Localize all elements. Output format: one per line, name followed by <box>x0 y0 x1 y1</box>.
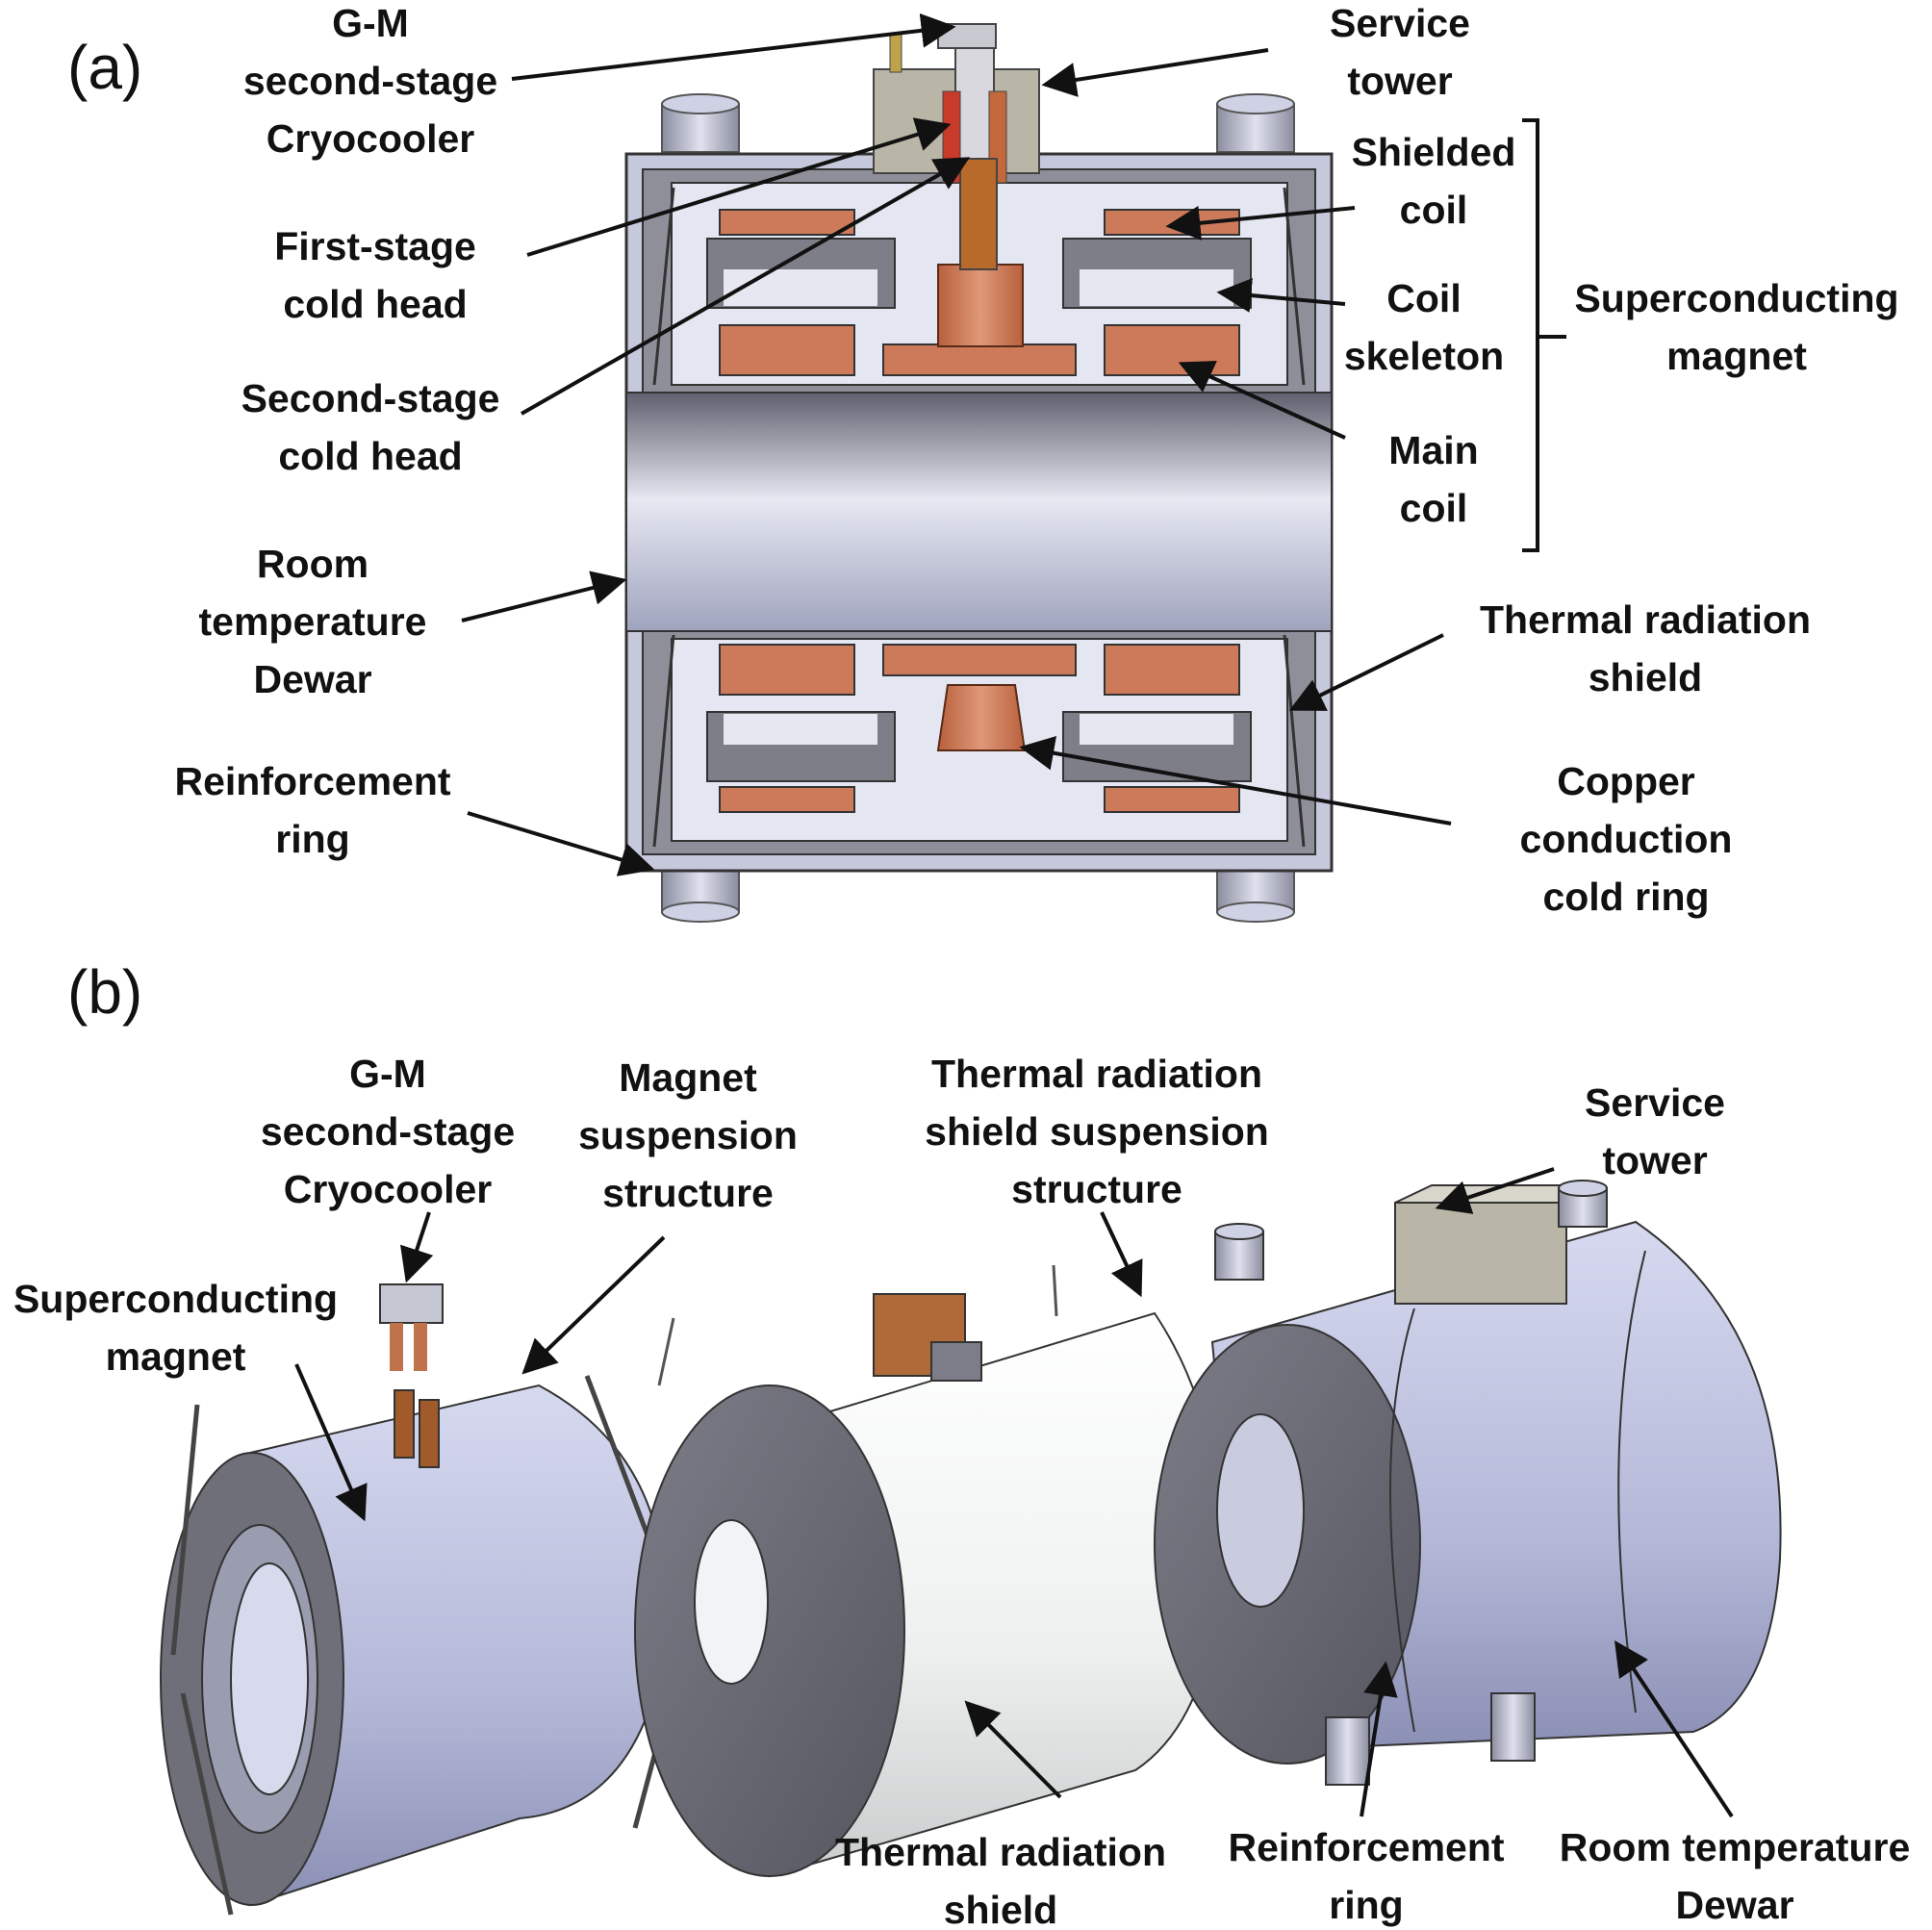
panel-b-leaders <box>294 1167 1734 1818</box>
shielded-coil-bottom-right <box>1104 786 1240 813</box>
panel-a-letter: (a) <box>67 33 143 102</box>
dewar-bore <box>625 392 1333 632</box>
main-coil-bottom-left <box>719 644 855 696</box>
copper-conduction-cold-ring <box>936 684 1027 751</box>
service-tower-b <box>1394 1202 1567 1305</box>
shielded-coil-bottom-left <box>719 786 855 813</box>
main-coil-top-left <box>719 324 855 376</box>
panel-b-letter: (b) <box>67 957 143 1027</box>
thermal-shield-end-face <box>634 1384 905 1877</box>
panel-a-leaders <box>461 13 1452 876</box>
shielded-coil-top-left <box>719 209 855 236</box>
magnet-bracket <box>1522 118 1566 552</box>
main-coil-bottom-right <box>1104 644 1240 696</box>
panel-b-drawing <box>160 1180 1782 1916</box>
cryocooler-b <box>379 1283 444 1324</box>
main-coil-top-right <box>1104 324 1240 376</box>
panel-a-drawing <box>624 23 1334 923</box>
